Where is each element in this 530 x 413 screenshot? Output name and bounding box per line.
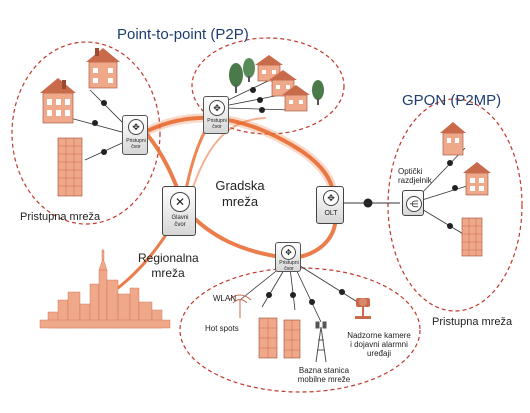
router-arrows-icon: ✥	[281, 245, 296, 260]
house-icon	[440, 122, 466, 156]
hot-spots-label: Hot spots	[205, 324, 239, 333]
gpon-title: GPON (P2MP)	[402, 92, 502, 109]
wlan-antenna-icon	[228, 294, 252, 318]
office-building-icon	[461, 217, 483, 257]
house-icon	[86, 48, 120, 89]
tree-icon	[229, 58, 255, 93]
office-building-icon	[283, 319, 301, 359]
house-icon	[282, 85, 310, 112]
splitter-icon: ⋲	[406, 196, 422, 212]
tree-icon	[312, 80, 324, 105]
bottom-access-area	[179, 267, 421, 393]
wlan-label: WLAN	[213, 294, 237, 303]
access-network-left-label: Pristupna mreža	[20, 211, 101, 223]
router-arrows-icon: ✥	[128, 119, 144, 135]
surveillance-camera-icon	[355, 298, 371, 319]
olt-label: OLT	[324, 210, 338, 217]
cell-tower-icon	[315, 321, 327, 363]
router-arrows-icon: ✥	[209, 100, 225, 116]
optical-splitter[interactable]: ⋲	[402, 190, 424, 216]
gpon-access-area	[387, 98, 523, 312]
router-cross-arrows-icon: ✕	[170, 192, 190, 212]
office-building-icon	[57, 137, 83, 197]
router-arrows-icon: ✥	[323, 190, 339, 206]
house-icon	[463, 162, 491, 196]
office-building-icon	[258, 317, 278, 359]
city-skyline-icon	[39, 249, 171, 329]
p2p-access-area-left	[11, 41, 161, 225]
olt-node[interactable]: ✥ OLT	[316, 186, 344, 224]
house-icon	[40, 78, 76, 124]
p2p-title: Point-to-point (P2P)	[117, 26, 249, 43]
access-network-right-label: Pristupna mreža	[432, 316, 513, 328]
